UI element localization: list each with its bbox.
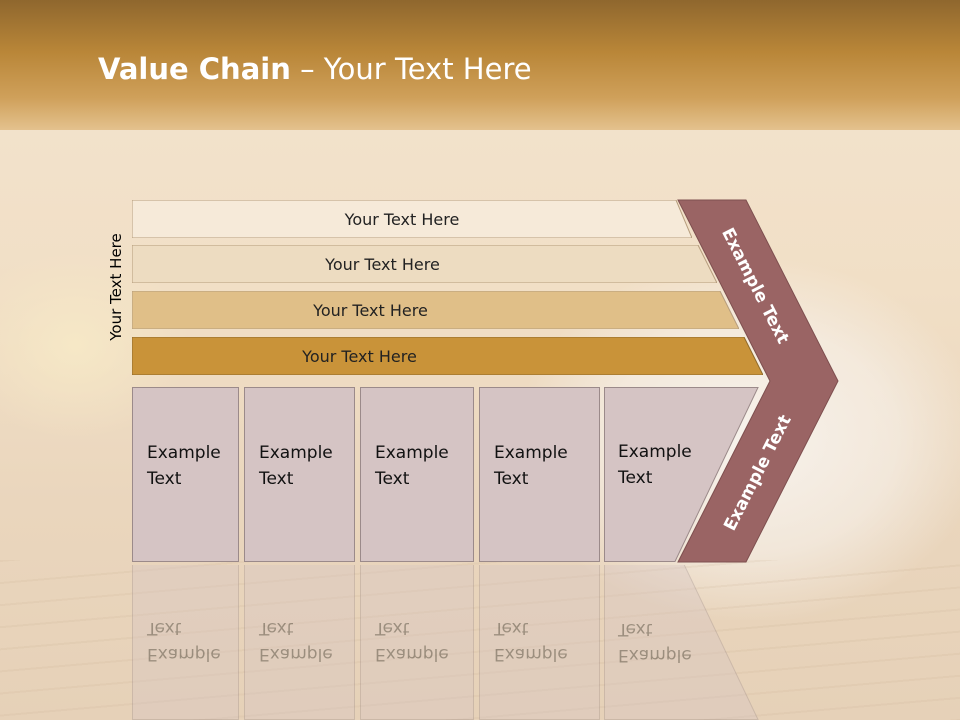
reflect-box-2-line1: Example bbox=[259, 644, 333, 664]
bar-1-label: Your Text Here bbox=[344, 209, 460, 229]
box-4-line1: Example bbox=[494, 443, 568, 463]
example-box-1[interactable]: Example Text bbox=[132, 387, 239, 562]
reflect-box-4-line2: Text bbox=[494, 618, 529, 638]
title-banner bbox=[0, 0, 960, 130]
box-3-line2: Text bbox=[375, 469, 410, 489]
reflect-box-4-line1: Example bbox=[494, 644, 568, 664]
reflect-box-5-line2: Text bbox=[618, 619, 653, 639]
box-5-line2: Text bbox=[618, 468, 653, 488]
bar-1[interactable]: Your Text Here bbox=[132, 200, 692, 238]
bar-4-label: Your Text Here bbox=[302, 346, 417, 366]
bar-3-shape bbox=[132, 291, 739, 329]
title-bold: Value Chain bbox=[98, 52, 291, 86]
box-1-line1: Example bbox=[147, 443, 221, 463]
box-2-line2: Text bbox=[259, 469, 294, 489]
bar-4[interactable]: Your Text Here bbox=[132, 337, 763, 375]
box-1-line2: Text bbox=[147, 469, 182, 489]
box-3-line1: Example bbox=[375, 443, 449, 463]
example-box-4[interactable]: Example Text bbox=[479, 387, 600, 562]
box-4-line2: Text bbox=[494, 469, 529, 489]
example-box-3[interactable]: Example Text bbox=[360, 387, 474, 562]
side-label[interactable]: Your Text Here bbox=[107, 233, 125, 341]
reflect-box-5-line1: Example bbox=[618, 645, 692, 665]
bar-1-shape bbox=[132, 200, 692, 238]
bar-2-label: Your Text Here bbox=[325, 254, 440, 274]
bar-3-label: Your Text Here bbox=[313, 300, 428, 320]
bar-4-shape bbox=[132, 337, 763, 375]
reflect-box-2-line2: Text bbox=[259, 618, 294, 638]
bar-3[interactable]: Your Text Here bbox=[132, 291, 739, 329]
reflect-box-3-line2: Text bbox=[375, 618, 410, 638]
bar-2-shape bbox=[132, 245, 717, 283]
reflection: Example Text Example Text Example Text E… bbox=[132, 565, 772, 720]
title-rest: – Your Text Here bbox=[290, 52, 532, 86]
reflect-box-1-line2: Text bbox=[147, 618, 182, 638]
reflect-box-3-line1: Example bbox=[375, 644, 449, 664]
wood-plank-texture bbox=[0, 560, 960, 720]
bar-2[interactable]: Your Text Here bbox=[132, 245, 717, 283]
slide-title[interactable]: Value Chain – Your Text Here bbox=[98, 52, 532, 86]
example-box-2[interactable]: Example Text bbox=[244, 387, 355, 562]
example-box-5[interactable]: Example Text bbox=[604, 387, 759, 562]
box-5-line1: Example bbox=[618, 442, 692, 462]
box-2-line1: Example bbox=[259, 443, 333, 463]
reflect-box-1-line1: Example bbox=[147, 644, 221, 664]
